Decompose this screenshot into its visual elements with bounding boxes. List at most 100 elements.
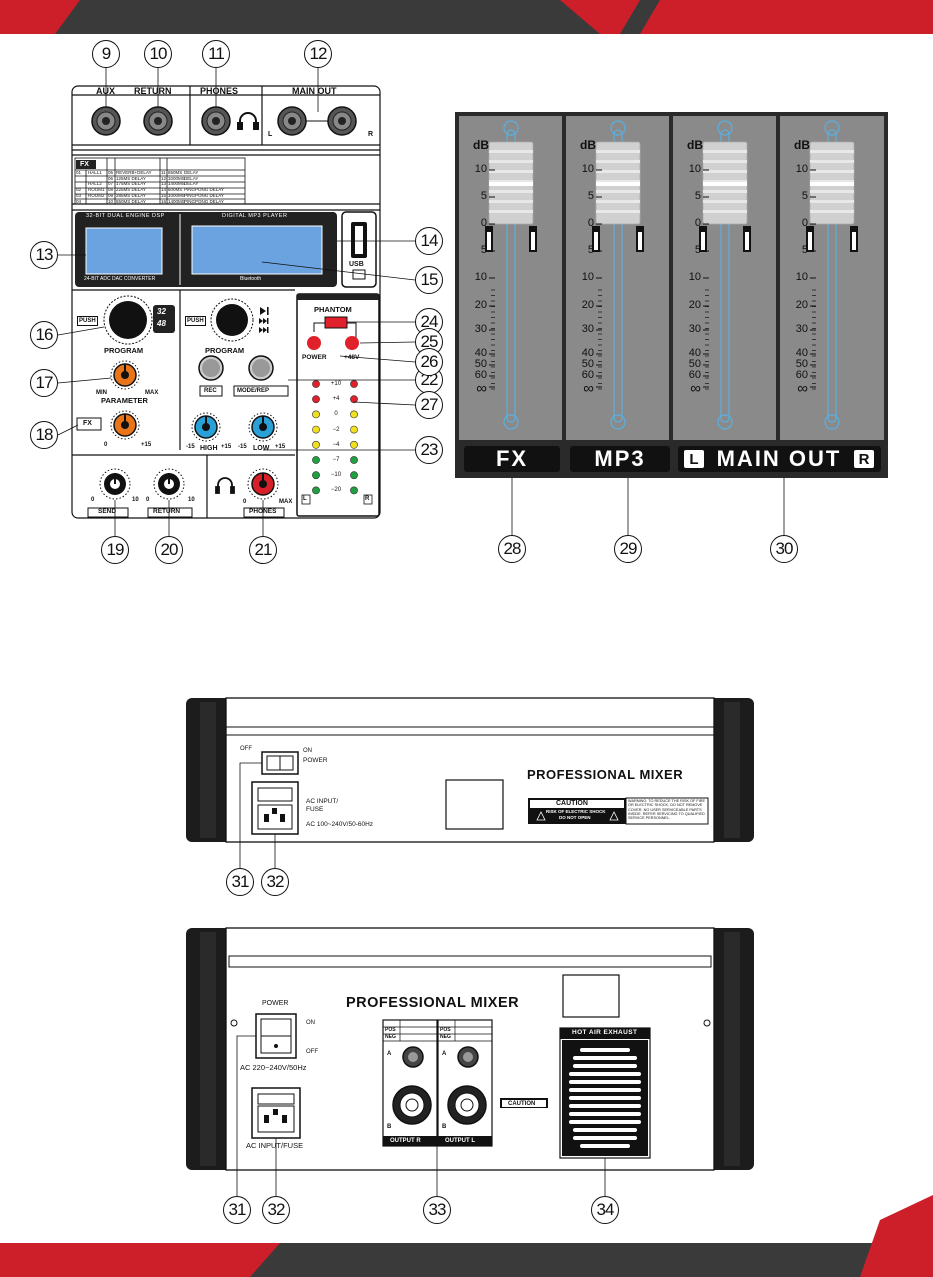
fader-cap-ridge [703,160,747,163]
callout-14: 14 [415,227,443,255]
fader-cap-ridge [489,170,533,173]
fx-badge-bg [76,160,96,169]
power-label: POWER [302,354,327,361]
send-label-box [87,507,129,518]
meter-led [350,456,358,464]
meter-led [350,440,358,449]
meter-led [312,486,320,495]
leader-lines-rear1 [239,762,276,868]
knob-return [153,468,185,500]
headphone-icon-small [215,477,235,494]
fader-cap-ridge [596,170,640,173]
fader-cap-ridge [489,190,533,193]
bits-48: 48 [157,319,166,328]
bits-32: 32 [157,307,166,316]
min-label: MIN [96,390,107,396]
exhaust-grille [569,1048,641,1148]
fx-table-cell: 13 [161,181,167,187]
mode-button-shape [248,355,274,381]
label-main-l: L [268,131,273,138]
fader-scale-label: 5 [587,244,594,256]
phones-max: MAX [279,499,293,505]
fader-slot-top [610,120,626,136]
rear2-pos-r: POS [385,1027,396,1033]
mode-label-box [233,385,289,397]
rear2-title: PROFESSIONAL MIXER [346,995,520,1011]
fader-scale-label: 5 [694,190,701,202]
rear1-fuse: FUSE [306,806,324,813]
meter-led [350,425,358,434]
fader-scale-label: 20 [474,299,487,311]
rear2-ac-input: AC INPUT/FUSE [246,1141,304,1150]
rear2-power: POWER [262,1000,289,1007]
callout-19: 19 [101,536,129,564]
callout-28: 28 [498,535,526,563]
fader-cap-ridge [810,160,854,163]
rear1-on: ON [303,748,312,754]
label-main-out: MAIN OUT [292,86,337,96]
callout-26: 26 [415,348,443,376]
meter-block-window [745,232,749,250]
fader-slot [720,129,730,423]
fader-cap-ridge [810,190,854,193]
exhaust-slot [569,1080,641,1084]
label-aux: AUX [96,86,116,96]
fader-scale-label: 30 [795,323,808,335]
callout-15: 15 [415,266,443,294]
fader-cap-ridge [596,190,640,193]
fx-table-cell: 1400MS [168,198,185,204]
fader-scale-label: ∞ [476,380,487,397]
knob-fx [110,410,140,440]
fx-label-box [76,417,102,431]
fader-cap-ridge [596,180,640,183]
plus48v-label: +48V [344,354,360,361]
exhaust-slot [580,1144,630,1148]
exhaust-slot [569,1088,641,1092]
low-plus15: +15 [275,444,286,450]
fader-cap-ridge [810,150,854,153]
fader-scale-label: 50 [688,358,701,370]
meter-level-label: +10 [330,381,342,387]
level-meter [312,380,358,495]
fx-table-cell: 05 [108,170,114,175]
program-label-dsp: PROGRAM [104,346,144,355]
fx-level-label: FX [83,420,92,427]
fader-slot [613,129,623,423]
fader-slot-bottom [503,414,519,430]
usb-port [341,211,377,288]
fx-table-cell: DELAY [184,181,199,187]
fx-table-cell: 125MS DELAY [116,175,146,181]
rear2-off: OFF [306,1049,318,1055]
exhaust-slot [569,1112,641,1116]
fader-slot-top [717,120,733,136]
high-label: HIGH [200,445,218,452]
fader-scale-label: 5 [801,190,808,202]
fader-cap-ridge [703,150,747,153]
jack-main-out-l [277,106,307,136]
fx-zero-label: 0 [104,442,108,448]
meter-level-label: 0 [334,411,338,418]
fader-scale-label: ∞ [583,380,594,397]
fader-cap-line [703,182,747,186]
fx-table-cell: 16 [161,198,167,204]
fx-table-grid [74,157,246,205]
fx-table-cell: PINGPONG DELAY [184,192,224,198]
fader-slot-bottom [824,414,840,430]
rear2-caution: CAUTION [508,1101,536,1107]
callout-17: 17 [30,369,58,397]
fx-table-cell: 11 [161,170,166,175]
meter-l: L [303,496,307,502]
label-main-r: R [368,131,374,138]
fader-scale-label: 5 [480,244,487,256]
fader-scale-label: 5 [694,244,701,256]
rear-panel-1 [186,697,754,843]
fader-scale-label: 5 [801,244,808,256]
meter-block-window [487,232,491,250]
max-label: MAX [145,390,159,396]
meter-level-label: +4 [332,396,340,403]
usb-label: USB [349,261,364,268]
fader-cap-ridge [489,180,533,183]
exhaust-slot [569,1104,641,1108]
exhaust-slot [569,1096,641,1100]
fader-label-main-out: MAIN OUT [716,446,842,471]
